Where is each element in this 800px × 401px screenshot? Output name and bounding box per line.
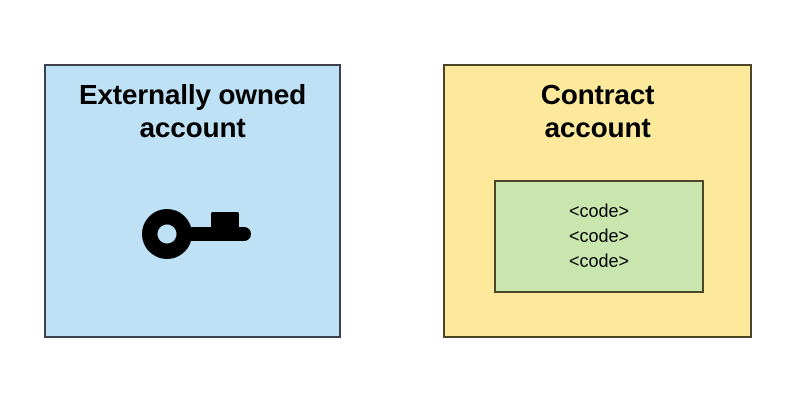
code-line: <code> <box>568 201 630 221</box>
externally-owned-account-title: Externally owned account <box>78 79 307 143</box>
code-line: <code> <box>568 251 630 271</box>
contract-code-box: <code> <code> <code> <box>494 180 704 293</box>
externally-owned-account-card: Externally owned account <box>44 64 341 338</box>
key-icon <box>141 208 253 260</box>
code-line: <code> <box>568 226 630 246</box>
contract-account-title: Contract account <box>540 79 655 143</box>
contract-account-card: Contract account <code> <code> <code> <box>443 64 752 338</box>
